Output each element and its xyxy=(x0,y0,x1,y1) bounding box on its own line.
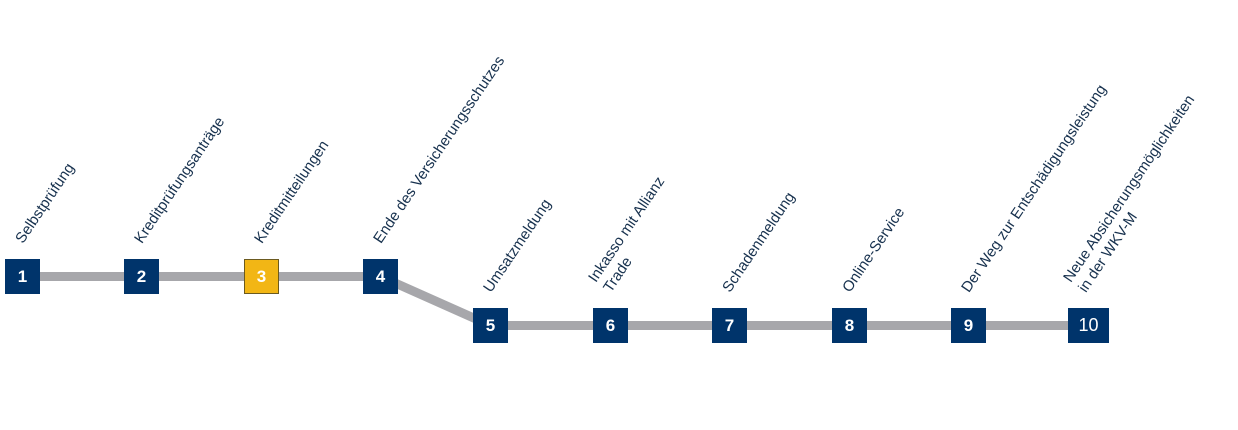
step-box-6[interactable]: 6 xyxy=(593,308,628,343)
step-box-1[interactable]: 1 xyxy=(5,259,40,294)
timeline-connector xyxy=(22,272,1089,330)
step-box-9[interactable]: 9 xyxy=(951,308,986,343)
step-box-10[interactable]: 10 xyxy=(1068,308,1109,343)
step-box-3[interactable]: 3 xyxy=(244,259,279,294)
step-box-4[interactable]: 4 xyxy=(363,259,398,294)
step-box-5[interactable]: 5 xyxy=(473,308,508,343)
step-box-2[interactable]: 2 xyxy=(124,259,159,294)
step-box-7[interactable]: 7 xyxy=(712,308,747,343)
step-box-8[interactable]: 8 xyxy=(832,308,867,343)
